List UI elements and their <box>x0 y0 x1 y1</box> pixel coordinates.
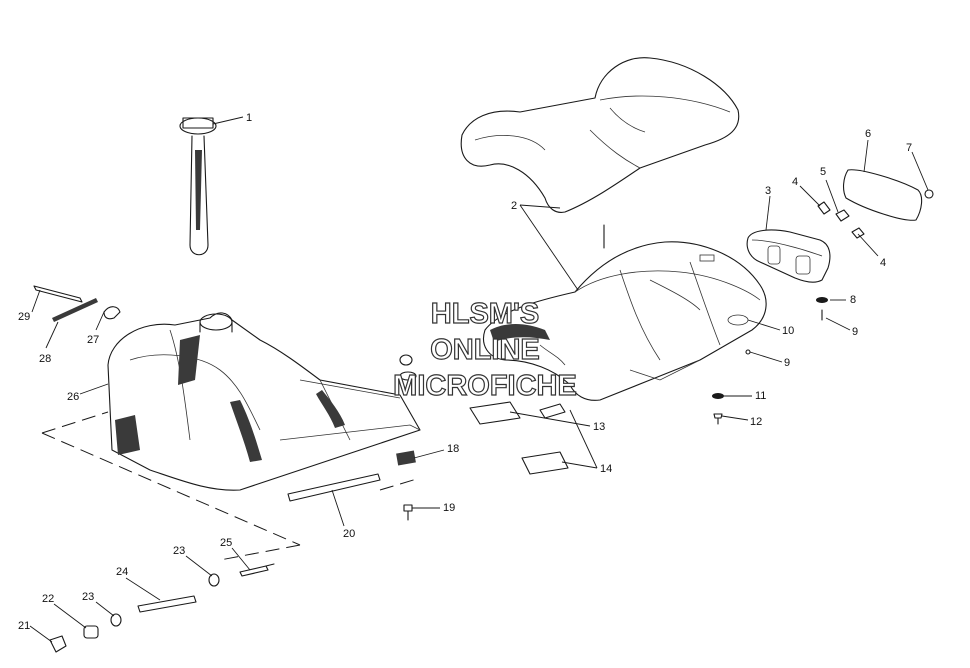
callout-9: 9 <box>852 326 858 338</box>
callout-4b: 4 <box>880 257 886 269</box>
seat-base <box>483 241 767 401</box>
callout-24: 24 <box>116 566 128 578</box>
callout-8: 8 <box>850 294 856 306</box>
callout-6: 6 <box>865 128 871 140</box>
callout-23b: 23 <box>173 545 185 557</box>
callout-28: 28 <box>39 353 51 365</box>
callout-1: 1 <box>246 112 252 124</box>
watermark-line-3: MICROFICHE <box>393 370 577 402</box>
fuel-line-fittings <box>49 563 275 653</box>
callout-26: 26 <box>67 391 79 403</box>
callout-14: 14 <box>600 463 612 475</box>
callout-2: 2 <box>511 200 517 212</box>
callout-4: 4 <box>792 176 798 188</box>
callout-5: 5 <box>820 166 826 178</box>
decals <box>469 401 569 475</box>
callout-labels: 1 2 3 4 5 6 7 4 8 9 10 9 11 12 13 14 18 … <box>18 112 912 632</box>
watermark: HLSM'S ONLINE MICROFICHE <box>393 297 578 402</box>
callout-11: 11 <box>755 390 766 402</box>
fuel-tank <box>107 312 421 491</box>
callout-13: 13 <box>593 421 605 433</box>
tank-strap <box>287 473 381 502</box>
small-hardware <box>396 189 934 521</box>
callout-20: 20 <box>343 528 355 540</box>
callout-22: 22 <box>42 593 54 605</box>
vent-parts <box>33 285 121 322</box>
seat-cushion <box>460 57 740 249</box>
leader-lines <box>29 116 929 643</box>
callout-9b: 9 <box>784 357 790 369</box>
callout-12: 12 <box>750 416 762 428</box>
callout-27: 27 <box>87 334 99 346</box>
watermark-line-1: HLSM'S <box>431 298 539 330</box>
callout-21: 21 <box>18 620 30 632</box>
tail-light-lens <box>843 169 923 221</box>
callout-3: 3 <box>765 185 771 197</box>
callout-7: 7 <box>906 142 912 154</box>
fuel-gauge-sender <box>179 117 217 256</box>
callout-19: 19 <box>443 502 455 514</box>
callout-23: 23 <box>82 591 94 603</box>
tail-light-housing <box>746 229 831 283</box>
callout-10: 10 <box>782 325 794 337</box>
watermark-line-2: ONLINE <box>430 334 540 366</box>
callout-25: 25 <box>220 537 232 549</box>
callout-18: 18 <box>447 443 459 455</box>
assembly-outline <box>41 411 421 561</box>
callout-29: 29 <box>18 311 30 323</box>
